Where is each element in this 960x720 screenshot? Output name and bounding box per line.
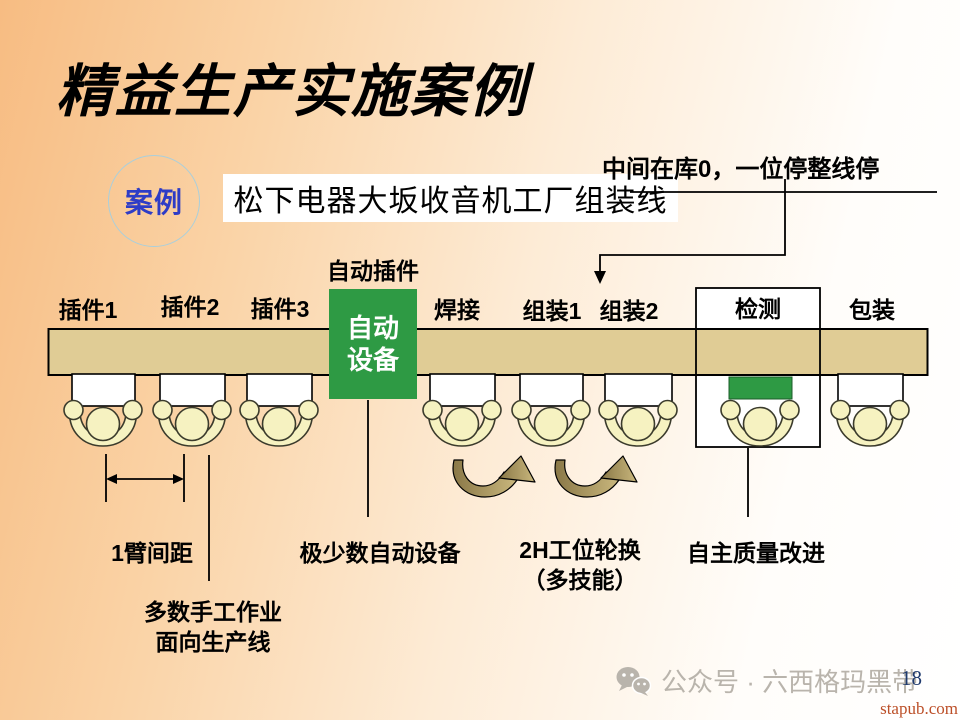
station-label-chajian3: 插件3 bbox=[250, 296, 310, 322]
rotation-arrow-icon bbox=[452, 455, 536, 498]
workstation-table bbox=[159, 373, 226, 407]
station-label-chajian1: 插件1 bbox=[58, 297, 118, 323]
worker-icon bbox=[152, 399, 232, 447]
workstation-table bbox=[246, 373, 313, 407]
annotation-rotation: 2H工位轮换 （多技能） bbox=[519, 537, 641, 593]
station-label-packing: 包装 bbox=[849, 297, 895, 323]
watermark: 公众号 · 六西格玛黑带 bbox=[616, 662, 918, 699]
machine-top-label: 自动插件 bbox=[327, 258, 419, 284]
inspection-box-outline bbox=[695, 287, 821, 448]
site-link[interactable]: stapub.com bbox=[880, 699, 958, 718]
worker-icon bbox=[830, 399, 910, 447]
rotation-arrow-icon bbox=[554, 455, 638, 498]
page-title: 精益生产实施案例 bbox=[56, 61, 528, 124]
arm-pitch-measure bbox=[105, 454, 185, 502]
workstation-table bbox=[519, 373, 584, 407]
workstation-table bbox=[429, 373, 496, 407]
conveyor-belt bbox=[47, 328, 929, 376]
workstation-table bbox=[837, 373, 904, 407]
workstation-table bbox=[71, 373, 136, 407]
station-label-assembly1: 组装1 bbox=[522, 298, 582, 324]
worker-icon bbox=[422, 399, 502, 447]
zero-inventory-note: 中间在库0，一位停整线停 bbox=[602, 156, 880, 183]
wechat-icon bbox=[616, 666, 652, 696]
case-badge: 案例 bbox=[108, 155, 200, 247]
watermark-label: 公众号 · 六西格玛黑带 bbox=[661, 667, 919, 697]
worker-icon bbox=[239, 399, 319, 447]
auto-equipment-box: 自动 设备 bbox=[329, 289, 417, 399]
inspection-green-table bbox=[728, 376, 793, 400]
annotation-arm-pitch: 1臂间距 bbox=[111, 540, 193, 566]
station-label-assembly2: 组装2 bbox=[599, 298, 659, 324]
annotation-self-quality: 自主质量改进 bbox=[687, 540, 825, 566]
annotation-few-automation: 极少数自动设备 bbox=[299, 540, 461, 566]
annotation-manual-work: 多数手工作业 面向生产线 bbox=[144, 599, 282, 655]
page-number: 18 bbox=[901, 666, 922, 690]
workstation-table bbox=[604, 373, 673, 407]
worker-icon bbox=[63, 399, 143, 447]
worker-icon bbox=[511, 399, 591, 447]
station-label-chajian2: 插件2 bbox=[160, 294, 220, 320]
worker-icon bbox=[598, 399, 678, 447]
station-label-inspection: 检测 bbox=[735, 296, 781, 322]
station-label-welding: 焊接 bbox=[434, 297, 480, 323]
